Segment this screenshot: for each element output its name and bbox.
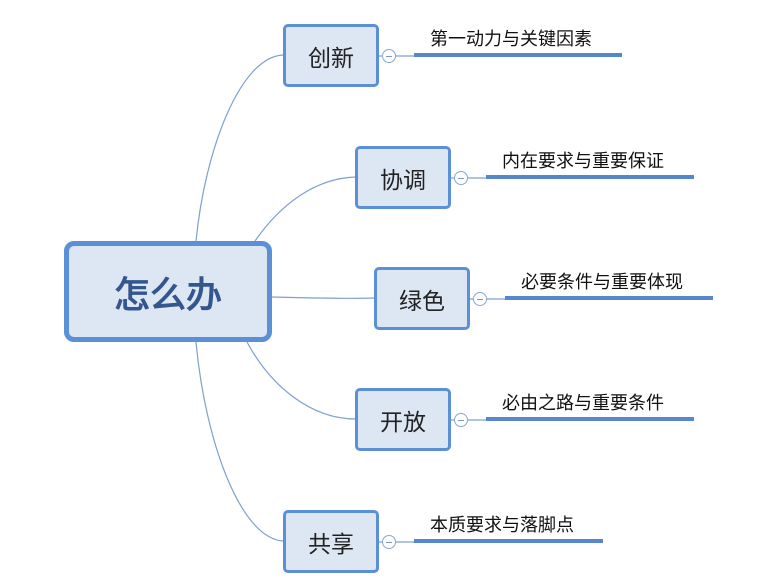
subtopic-underline-kaifang <box>486 417 694 421</box>
subtopic-chuangxin[interactable]: 第一动力与关键因素 <box>430 29 592 50</box>
connector-chuangxin <box>195 54 284 242</box>
connector-gongxiang <box>195 341 284 542</box>
topic-gongxiang[interactable]: 共享 <box>283 510 379 573</box>
central-topic[interactable]: 怎么办 <box>64 241 272 342</box>
topic-kaifang[interactable]: 开放 <box>355 388 451 451</box>
collapse-toggle-gongxiang[interactable] <box>382 535 396 549</box>
subtopic-underline-xietiao <box>486 175 694 179</box>
topic-chuangxin[interactable]: 创新 <box>283 24 379 87</box>
topic-lvse[interactable]: 绿色 <box>374 267 470 330</box>
topic-xietiao[interactable]: 协调 <box>355 146 451 209</box>
collapse-toggle-xietiao[interactable] <box>454 171 468 185</box>
connector-lvse <box>271 296 376 300</box>
subtopic-lvse[interactable]: 必要条件与重要体现 <box>521 272 683 293</box>
connector-kaifang <box>246 341 357 420</box>
collapse-toggle-lvse[interactable] <box>473 292 487 306</box>
collapse-toggle-kaifang[interactable] <box>454 413 468 427</box>
subtopic-underline-gongxiang <box>414 539 603 543</box>
collapse-toggle-chuangxin[interactable] <box>382 49 396 63</box>
subtopic-gongxiang[interactable]: 本质要求与落脚点 <box>430 515 574 536</box>
subtopic-underline-chuangxin <box>414 53 622 57</box>
subtopic-xietiao[interactable]: 内在要求与重要保证 <box>502 151 664 172</box>
subtopic-underline-lvse <box>505 296 713 300</box>
connector-xietiao <box>254 176 357 242</box>
subtopic-kaifang[interactable]: 必由之路与重要条件 <box>502 393 664 414</box>
